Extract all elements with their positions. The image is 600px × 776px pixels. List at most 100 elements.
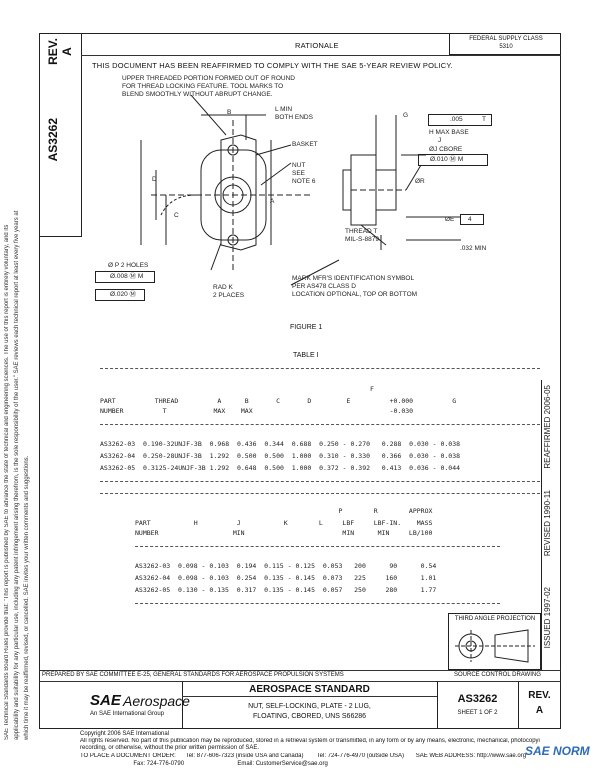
mark-note-2: PER AS478 CLASS D [292, 283, 356, 290]
title-block-div-1 [182, 681, 183, 729]
copyright-line-4: TO PLACE A DOCUMENT ORDER: Tel: 877-606-… [80, 753, 527, 759]
l-min-label: L MIN [275, 106, 293, 113]
h-max-base-label: H MAX BASE [429, 129, 469, 136]
rev-letter: A [535, 705, 544, 716]
table1-top-rule [100, 368, 540, 369]
cbore-label: ØJ CBORE [429, 146, 463, 153]
supply-class-box [449, 33, 561, 55]
rad-k-label: RAD K [213, 284, 233, 291]
table1-header-2: PART THREAD A B C D E +0.000 G [100, 397, 457, 405]
gdt-frame-020 [95, 289, 145, 301]
sidebar-rev: REV. A [46, 38, 74, 65]
table2-row: AS3262-04 0.098 - 0.103 0.254 0.135 - 0.… [135, 574, 437, 582]
gdt-t-text: T [482, 116, 486, 123]
table1-mid-rule [100, 424, 540, 425]
left-title-block [39, 33, 82, 237]
copyright-line-2: All rights reserved. No part of this pub… [80, 738, 540, 744]
brand-sub: An SAE International Group [90, 711, 165, 717]
title-block-rule-2 [182, 696, 437, 697]
gdt-frame-008 [95, 271, 155, 283]
dim-e-label: ØE [445, 216, 455, 223]
title-block-top-rule [39, 670, 561, 671]
holes-label: Ø P 2 HOLES [108, 262, 149, 269]
table2-header-3: NUMBER MIN MIN MIN LB/100 [135, 529, 433, 537]
table2-top-rule [100, 493, 540, 494]
table2-bottom-rule [135, 603, 500, 604]
copyright-line-5: Fax: 724-776-0790 Email: CustomerService… [80, 761, 328, 767]
basket-label: BASKET [292, 141, 318, 148]
upper-note-1: UPPER THREADED PORTION FORMED OUT OF ROU… [122, 75, 295, 82]
gdt-008-text: Ø.008 Ⓜ M [110, 273, 144, 280]
issued-date: ISSUED 1997-02 [543, 587, 552, 649]
desc-line-2: FLOATING, CBORED, UNS S66286 [252, 713, 367, 720]
title-block-div-2 [437, 681, 438, 729]
reaffirmed-date: REAFFIRMED 2006-05 [543, 385, 552, 469]
figure-caption: FIGURE 1 [290, 324, 323, 331]
table2-header-2: PART H J K L LBF LBF-IN. MASS [135, 519, 433, 527]
watermark-logo: SAE NORM [525, 744, 590, 758]
dim-a: A [270, 198, 275, 205]
gdt-020-text: Ø.020 Ⓜ [110, 291, 137, 298]
std-title: AEROSPACE STANDARD [249, 684, 370, 695]
rev-label: REV. [528, 690, 551, 701]
dim-d: D [152, 176, 157, 183]
title-block-rule [39, 681, 561, 682]
drawing-frame [39, 33, 561, 729]
doc-number: AS3262 [457, 693, 498, 705]
projection-box [448, 613, 541, 670]
table1-header-3: NUMBER T MAX MAX -0.030 [100, 407, 414, 415]
revised-date: REVISED 1990-11 [543, 490, 552, 557]
supply-class-line1: FEDERAL SUPPLY CLASS [469, 36, 543, 42]
thread-t-label: THREAD T [345, 228, 378, 235]
right-margin-rule [541, 380, 542, 670]
dim-g: G [403, 112, 409, 119]
mark-note-3: LOCATION OPTIONAL, TOP OR BOTTOM [292, 291, 418, 298]
gdt-010-text: Ø.010 Ⓜ M [430, 156, 464, 163]
gdt-frame-010 [418, 154, 488, 166]
dim-c: C [174, 212, 179, 219]
gdt-005-text: .005 [450, 116, 463, 123]
gdt-frame-4 [460, 214, 484, 225]
both-ends-label: BOTH ENDS [275, 114, 313, 121]
two-places-label: 2 PLACES [213, 292, 245, 299]
copyright-line-1: Copyright 2006 SAE International [80, 731, 170, 737]
upper-note-3: BLEND SMOOTHLY WITHOUT ABRUPT CHANGE. [122, 91, 273, 98]
supply-class-line2: 5310 [499, 44, 513, 50]
upper-note-2: FOR THREAD LOCKING FEATURE. TOOL MARKS T… [122, 83, 284, 90]
table2-header-1: P R APPROX [135, 507, 433, 515]
table1-header-1: F [100, 385, 374, 393]
gdt-4-text: 4 [468, 216, 472, 223]
min-032-label: .032 MIN [460, 245, 487, 252]
dim-r: ØR [415, 178, 425, 185]
projection-label: THIRD ANGLE PROJECTION [454, 616, 536, 622]
sidebar-doc-id: AS3262 [46, 118, 60, 162]
table2-row: AS3262-03 0.098 - 0.103 0.194 0.115 - 0.… [135, 562, 437, 570]
desc-line-1: NUT, SELF-LOCKING, PLATE - 2 LUG, [248, 703, 371, 710]
table1-row: AS3262-05 0.3125-24UNJF-3B 1.292 0.648 0… [100, 464, 461, 472]
figure-1-drawing [140, 95, 461, 286]
table2-row: AS3262-05 0.130 - 0.135 0.317 0.135 - 0.… [135, 586, 437, 594]
dim-j: J [438, 137, 442, 144]
table1-caption: TABLE I [293, 352, 319, 359]
title-block-div-3 [518, 681, 519, 729]
brand-aerospace: Aerospace [123, 693, 190, 709]
table2-mid-rule [135, 546, 500, 547]
mark-note-1: MARK MFR'S IDENTIFICATION SYMBOL [292, 275, 415, 282]
table1-bottom-rule [100, 481, 540, 482]
dim-b: B [227, 109, 232, 116]
source-control: SOURCE CONTROL DRAWING [454, 672, 541, 678]
mil-spec-label: MIL-S-8879 [345, 236, 379, 243]
projection-symbol [455, 629, 535, 663]
nut-note-label: NUT SEE NOTE 6 [292, 162, 316, 185]
gdt-frame-005 [428, 114, 492, 126]
sheet-label: SHEET 1 OF 2 [457, 710, 498, 716]
prepared-by: PREPARED BY SAE COMMITTEE E-25, GENERAL … [42, 672, 344, 678]
legal-notice: SAE Technical Standards Board Rules prov… [4, 210, 30, 740]
brand-sae: SAE [90, 692, 121, 709]
copyright-line-3: recording, or otherwise, without the pri… [80, 745, 260, 751]
header-rule [81, 55, 561, 56]
table1-row: AS3262-03 0.190-32UNJF-3B 0.968 0.436 0.… [100, 440, 461, 448]
reaffirm-note: THIS DOCUMENT HAS BEEN REAFFIRMED TO COM… [92, 61, 453, 70]
table1-row: AS3262-04 0.250-28UNJF-3B 1.292 0.500 0.… [100, 452, 461, 460]
rationale-label: RATIONALE [295, 41, 339, 50]
